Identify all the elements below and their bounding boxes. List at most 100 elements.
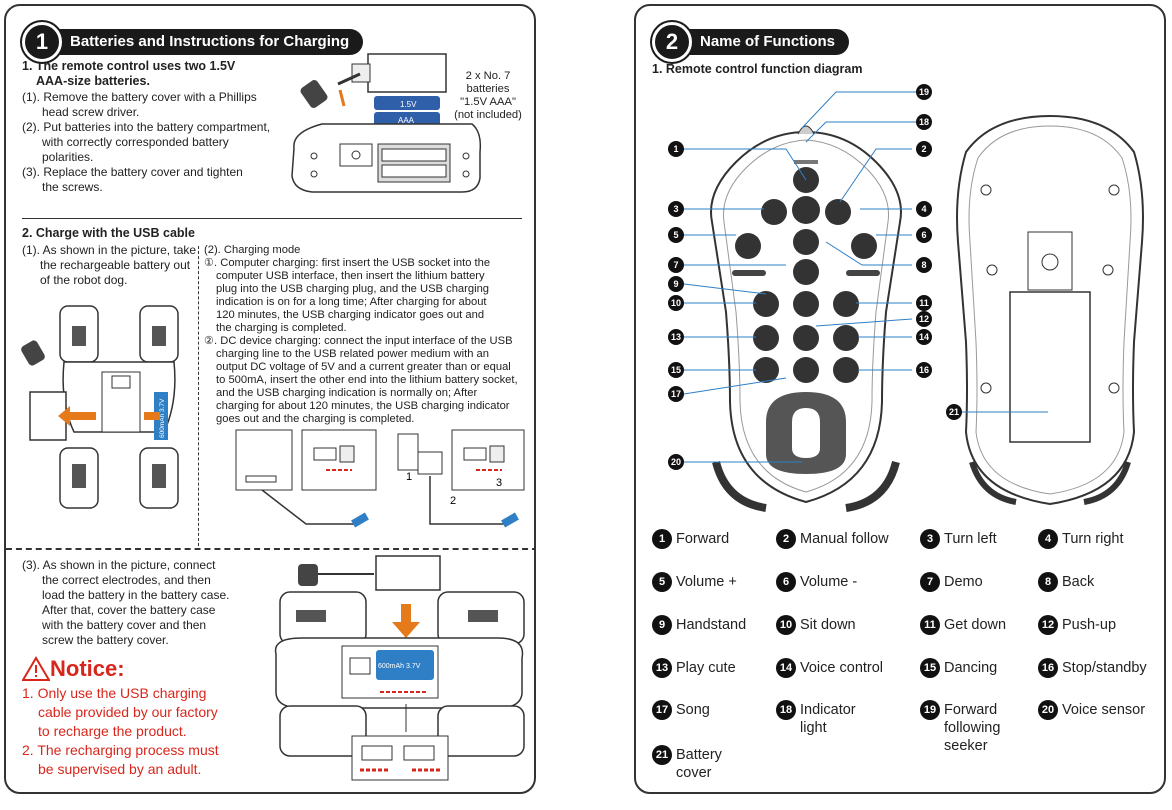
mode-line: charging for about 120 minutes, the USB … [216,400,510,412]
mode-line: and the USB charging indication is norma… [216,387,478,399]
screwdriver-icon [300,80,328,108]
battery-note: 2 x No. 7 batteries "1.5V AAA" (not incl… [448,70,528,122]
charging-mode: (2). Charging mode ①. Computer charging:… [204,244,530,426]
callout-20: 20 [668,454,684,470]
note-line: (not included) [454,109,522,121]
heading-line: 1. The remote control uses two 1.5V [22,59,236,73]
callout-13: 13 [668,329,684,345]
function-number: 8 [1038,572,1058,592]
notice-line: 2. The recharging process must [22,742,219,758]
function-number: 9 [652,615,672,635]
function-label: Dancing [944,660,998,676]
step-text: (3). As shown in the picture, connect [22,558,216,572]
usb-step1: (1). As shown in the picture, take the r… [22,243,202,288]
function-label: Demo [944,574,983,590]
section-title: Name of Functions [678,29,850,55]
section-header-charging: 1 Batteries and Instructions for Chargin… [22,22,364,62]
usb-heading: 2. Charge with the USB cable [22,226,195,240]
step-text: polarities. [42,150,94,164]
function-label: Indicator light [800,702,856,736]
mode-line: ②. DC device charging: connect the input… [204,335,513,347]
callout-19: 19 [916,84,932,100]
battery-pack-label: 600mAh 3.7V [159,398,166,438]
step-text: of the robot dog. [40,273,128,287]
battery-steps: (1). Remove the battery cover with a Phi… [22,90,272,195]
divider [198,246,199,546]
note-line: 2 x No. 7 [465,70,511,82]
step-label: 3 [496,477,502,489]
callout-18: 18 [916,114,932,130]
callout-21: 21 [946,404,962,420]
function-number: 3 [920,529,940,549]
function-number: 10 [776,615,796,635]
function-label: Manual follow [800,531,889,547]
page-number: 2 [258,793,286,794]
step-text: the screws. [42,180,103,194]
function-label: Volume + [676,574,737,590]
battery-label: 1.5V [400,100,417,109]
function-label: Turn right [1062,531,1124,547]
function-number: 13 [652,658,672,678]
diagram-heading: 1. Remote control function diagram [652,62,863,76]
warning-icon [22,656,50,681]
right-page: 2 Name of Functions 1. Remote control fu… [634,4,1166,794]
step-label: 1 [406,471,412,483]
notice-line: to recharge the product. [38,723,187,739]
heading-line: AAA-size batteries. [36,74,150,88]
battery-heading: 1. The remote control uses two 1.5V AAA-… [22,59,235,89]
divider [22,218,522,219]
callout-12: 12 [916,311,932,327]
function-label: Handstand [676,617,747,633]
callout-16: 16 [916,362,932,378]
function-number: 11 [920,615,940,635]
function-number: 16 [1038,658,1058,678]
battery-label: AAA [398,116,415,125]
callout-3: 3 [668,201,684,217]
step-text: screw the battery cover. [42,633,169,647]
step-text: the correct electrodes, and then [42,573,211,587]
callout-2: 2 [916,141,932,157]
mode-line: to 500mA, insert the other end into the … [216,374,518,386]
step-text: (1). Remove the battery cover with a Phi… [22,90,257,104]
step-text: with correctly corresponded battery [42,135,229,149]
function-number: 1 [652,529,672,549]
function-number: 12 [1038,615,1058,635]
callout-15: 15 [668,362,684,378]
callout-14: 14 [916,329,932,345]
step-text: with the battery cover and then [42,618,207,632]
callout-6: 6 [916,227,932,243]
notice-list: 1. Only use the USB charging cable provi… [22,684,262,779]
function-label: Forward following seeker [944,702,1001,754]
callout-9: 9 [668,276,684,292]
function-number: 15 [920,658,940,678]
function-label: Voice sensor [1062,702,1146,718]
robot-battery-removal-illustration: 600mAh 3.7V [21,305,179,509]
notice-line: 1. Only use the USB charging [22,685,207,701]
screwdriver-icon [21,340,45,366]
function-label: Back [1062,574,1095,590]
divider [6,548,534,550]
function-number: 6 [776,572,796,592]
callout-8: 8 [916,257,932,273]
step-text: (2). Put batteries into the battery comp… [22,120,271,134]
mode-line: output DC voltage of 5V and a current gr… [216,361,511,373]
function-number: 2 [776,529,796,549]
mode-line: plug into the USB charging plug, and the… [216,283,490,295]
function-label: Push-up [1062,617,1117,633]
function-number: 4 [1038,529,1058,549]
step-label: 2 [450,495,456,507]
callout-5: 5 [668,227,684,243]
battery-install-illustration: 1.5V AAA [291,53,482,193]
function-number: 7 [920,572,940,592]
battery-load-illustration: 600mAh 3.7V [274,555,525,781]
